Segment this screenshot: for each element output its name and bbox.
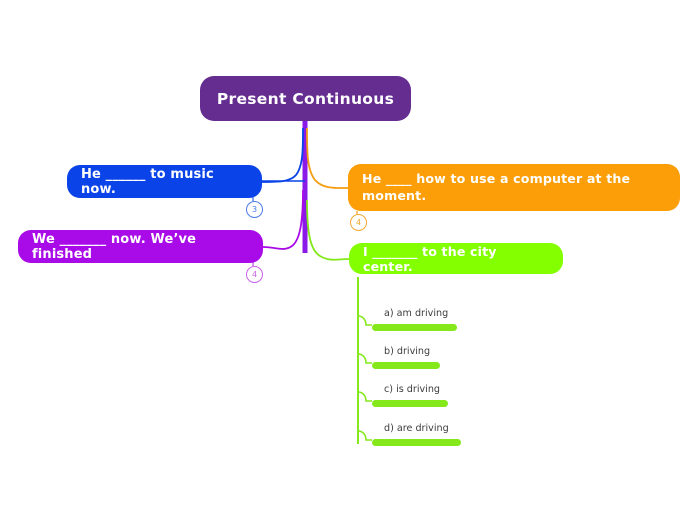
option-item-b-label: b) driving [384,346,431,357]
edge-to-option-c [357,391,372,402]
option-item-c-bar [372,400,448,407]
edge-to-option-d [357,430,372,441]
branch-node-purple[interactable]: We _______ now. We’ve finished [18,230,263,263]
branch-node-orange[interactable]: He ____ how to use a computer at the mom… [348,164,680,211]
option-item-d-label: d) are driving [384,423,449,434]
status-badge-purple-count: 4 [251,270,258,279]
branch-node-blue[interactable]: He ______ to music now. [67,165,262,198]
edge-blue-curve [261,127,304,183]
option-item-b-bar [372,362,440,369]
option-item-d-bar [372,439,461,446]
status-badge-blue[interactable]: 3 [246,201,263,218]
option-item-a-label: a) am driving [384,308,449,319]
edge-to-orange [306,127,349,189]
edge-to-option-b [357,353,372,364]
status-badge-blue-count: 3 [251,205,258,214]
branch-node-green-label: I _______ to the city center. [363,243,497,274]
branch-node-green[interactable]: I _______ to the city center. [349,243,563,274]
status-badge-orange-count: 4 [355,218,362,227]
branch-node-blue-label: He ______ to music now. [81,166,214,197]
root-node-label: Present Continuous [216,89,395,108]
status-badge-purple[interactable]: 4 [246,266,263,283]
branch-node-orange-label: He ____ how to use a computer at the mom… [362,171,631,203]
option-item-c-label: c) is driving [384,384,440,395]
branch-node-purple-label: We _______ now. We’ve finished [32,231,197,262]
status-badge-orange[interactable]: 4 [350,214,367,231]
edge-to-green [306,199,350,261]
edge-to-purple [262,189,304,250]
edge-to-option-a [357,315,372,326]
option-item-a-bar [372,324,457,331]
root-node-present-continuous[interactable]: Present Continuous [200,76,411,121]
